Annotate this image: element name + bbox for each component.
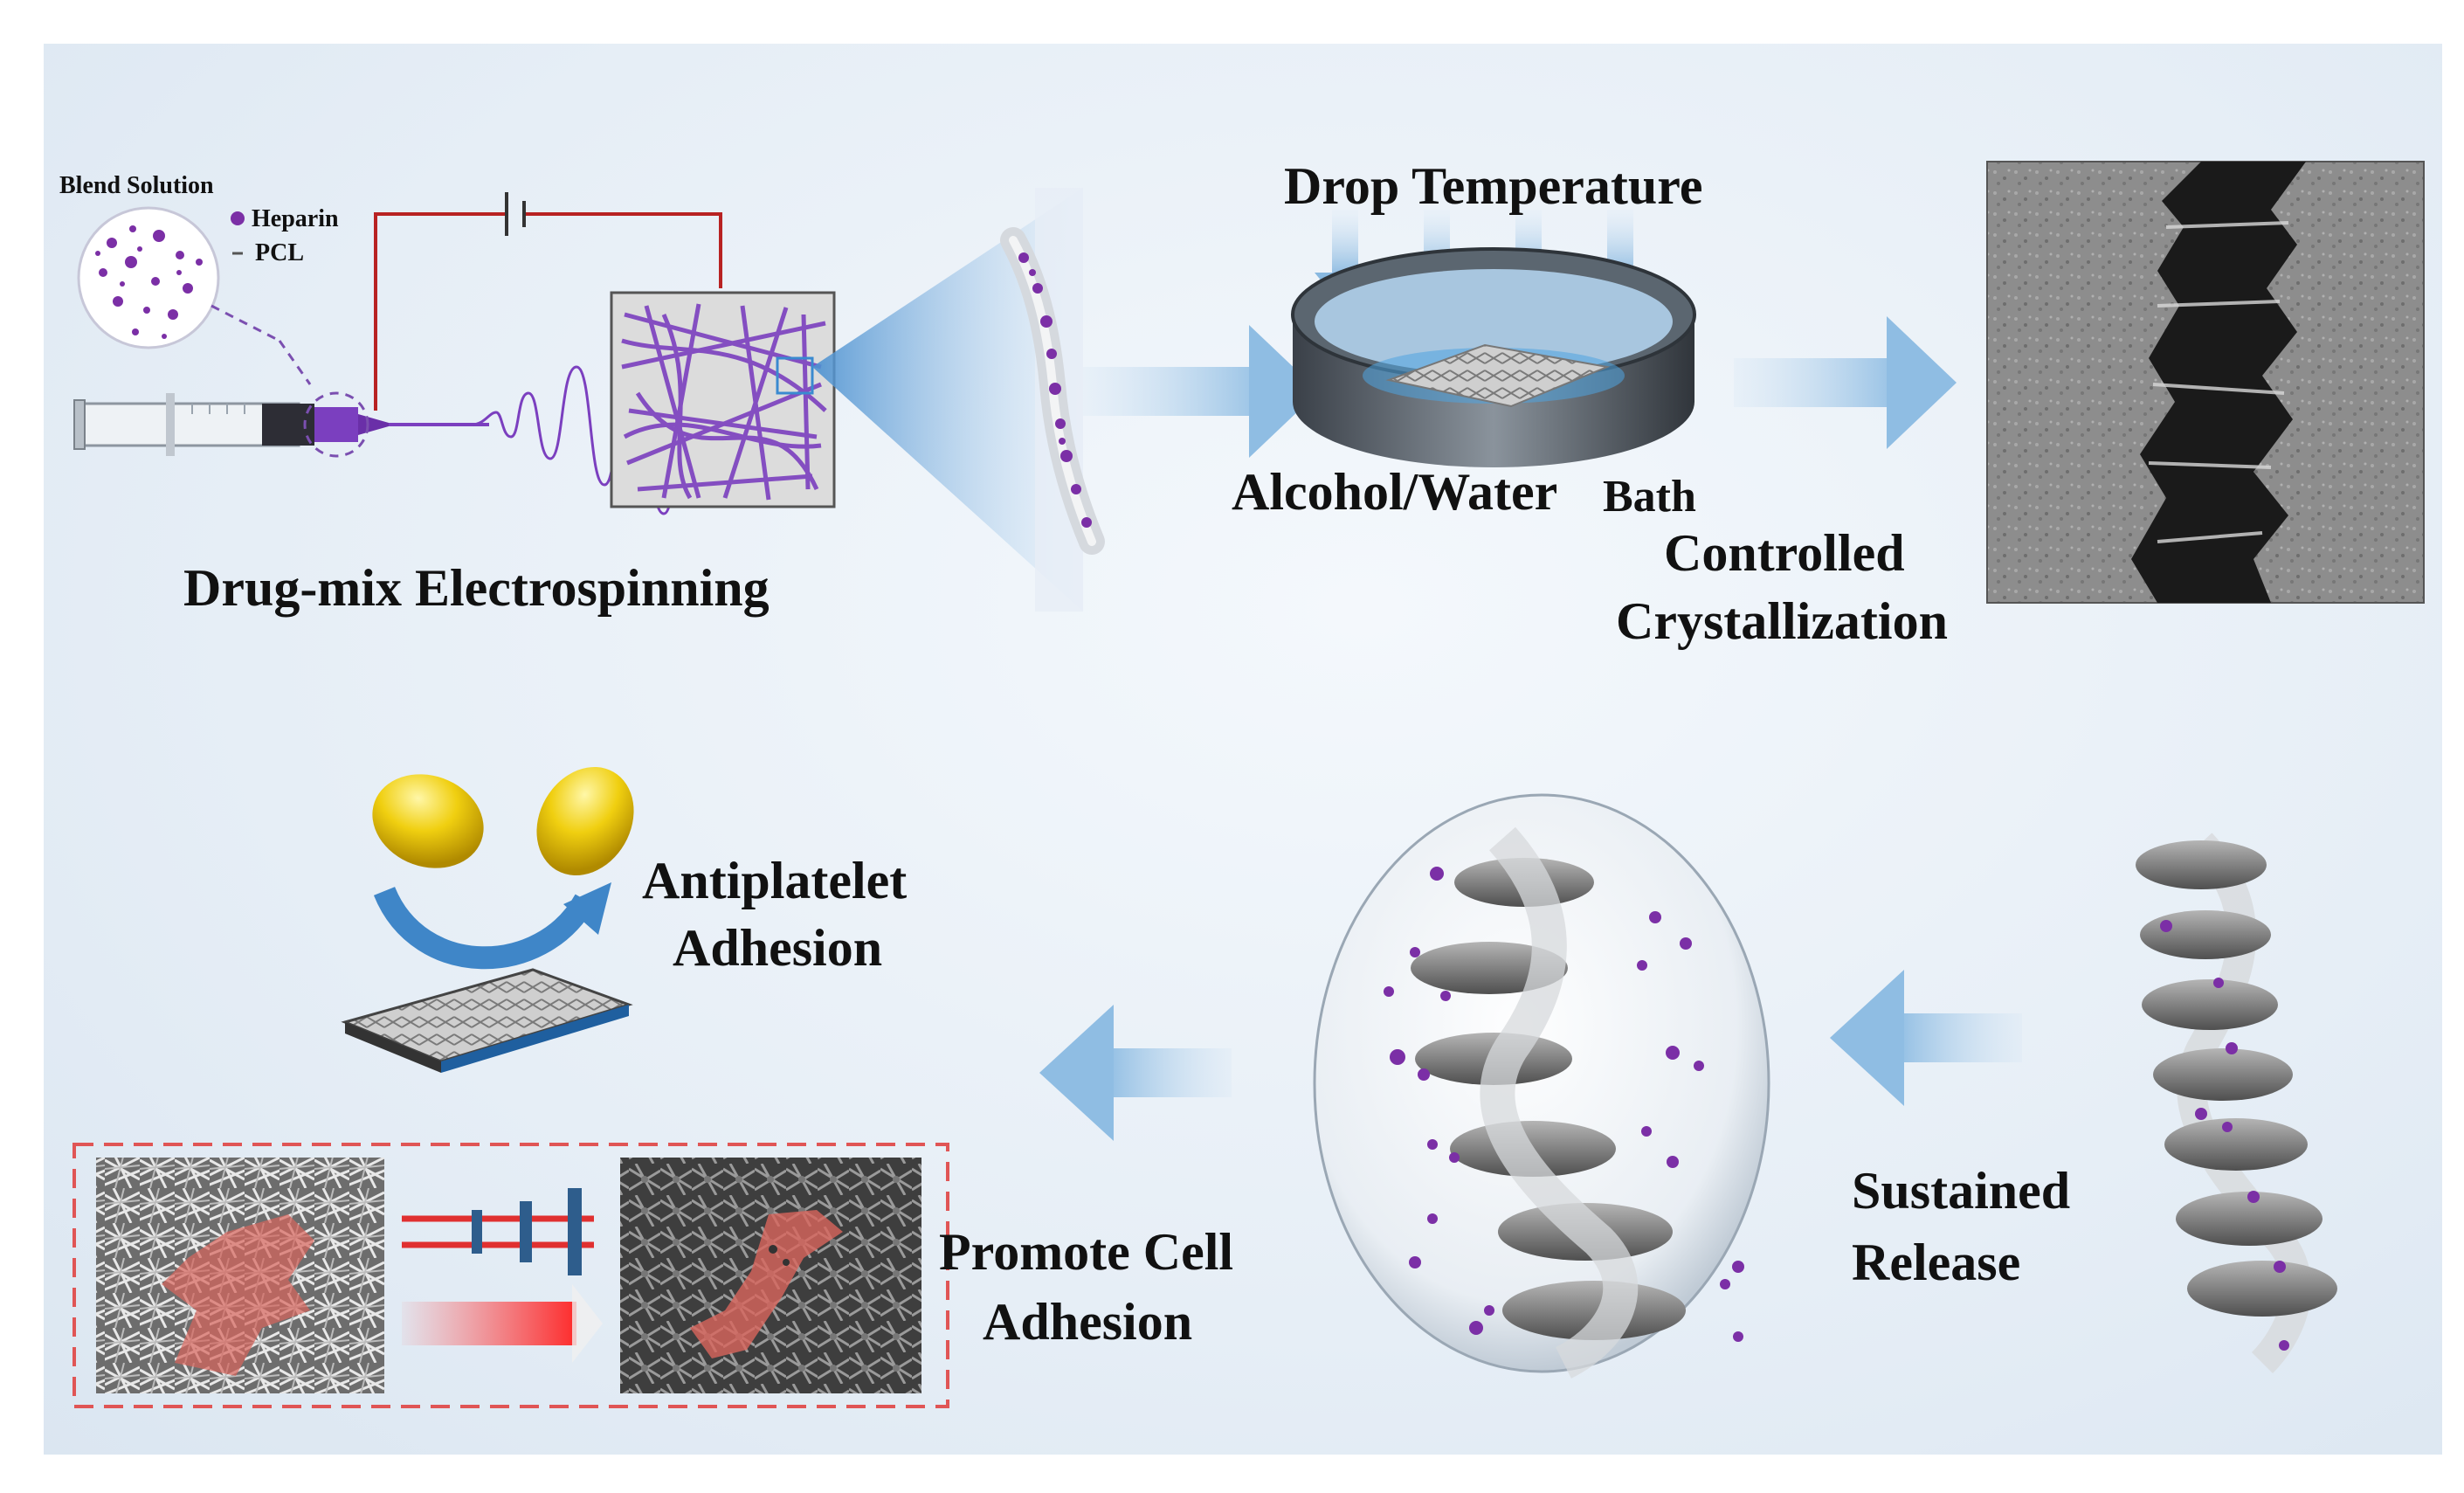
blend-solution-inset <box>77 206 312 385</box>
platelets <box>372 766 634 970</box>
fiber-collector <box>610 291 836 508</box>
crystal-helix <box>2136 833 2337 1374</box>
promote-adhesion-label: Adhesion <box>983 1293 1193 1351</box>
drug-mix-electrospinning-label: Drug-mix Electrospinning <box>183 559 770 617</box>
arrow-to-outcomes <box>1039 1005 1232 1141</box>
antiplatelet-adhesion-label: Adhesion <box>673 919 883 977</box>
sustained-label: Sustained <box>1852 1162 2071 1220</box>
power-circuit <box>374 192 722 411</box>
syringe <box>73 391 489 458</box>
crystallization-label: Crystallization <box>1616 592 1948 650</box>
alcohol-water-label: Alcohol/Water <box>1232 463 1558 521</box>
cell-adhesion-panel <box>72 1143 949 1408</box>
pcl-legend-label: PCL <box>255 239 304 266</box>
sem-after-image <box>620 1158 921 1393</box>
release-label: Release <box>1852 1234 2021 1291</box>
antiplatelet-label: Antiplatelet <box>642 852 908 909</box>
arrow-to-bath <box>1083 325 1319 458</box>
release-bubble <box>1313 793 1770 1379</box>
arrow-to-bubble <box>1830 970 2022 1106</box>
crystallization-sem-image <box>1986 161 2425 604</box>
adhesion-transition <box>402 1188 603 1363</box>
bath-label: Bath <box>1603 472 1696 522</box>
controlled-label: Controlled <box>1664 524 1905 582</box>
membrane-sample <box>341 968 633 1073</box>
single-fiber-closeup <box>1000 227 1105 555</box>
zoom-cone <box>812 188 1083 612</box>
blend-solution-label: Blend Solution <box>59 172 214 199</box>
sem-before-image <box>96 1158 384 1393</box>
water-bath-dish <box>1291 247 1696 467</box>
arrow-to-crystal <box>1734 316 1957 449</box>
electrospinning-jet <box>471 321 695 515</box>
drop-temperature-label: Drop Temperature <box>1284 157 1703 215</box>
promote-cell-label: Promote Cell <box>939 1223 1234 1281</box>
heparin-legend-label: Heparin <box>252 205 339 232</box>
